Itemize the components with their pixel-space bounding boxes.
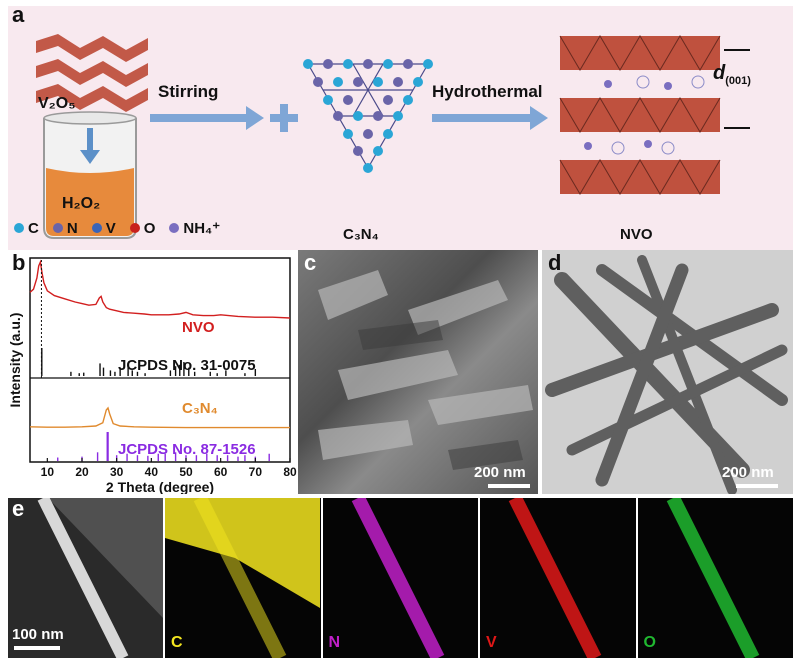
sem-texture xyxy=(318,270,533,470)
legend-item: NH₄⁺ xyxy=(169,219,220,237)
label-nvo-scheme: NVO xyxy=(620,226,653,243)
legend-label: C xyxy=(28,219,39,237)
label-c3n4: C₃N₄ xyxy=(182,400,218,417)
plus-sign xyxy=(270,104,298,132)
eds-map-signal xyxy=(508,498,602,658)
eds-carbon-film xyxy=(165,498,320,608)
label-stirring: Stirring xyxy=(158,82,219,101)
x-tick-label: 40 xyxy=(145,465,159,479)
v2o5-layers xyxy=(36,34,148,112)
legend-item: C xyxy=(14,220,39,237)
eds-nanobelt-signal xyxy=(351,498,444,658)
label-d-spacing: d(001) xyxy=(713,62,751,87)
label-hydrothermal: Hydrothermal xyxy=(432,82,543,101)
stirring-arrow xyxy=(150,106,264,130)
scale-label-d: 200 nm xyxy=(722,464,774,481)
eds-map: N xyxy=(322,498,478,658)
panel-label-b: b xyxy=(12,250,26,275)
eds-map-label: V xyxy=(486,634,497,651)
label-jcpds-31-0075: JCPDS No. 31-0075 xyxy=(118,357,256,374)
legend-label: O xyxy=(143,219,156,237)
panel-label-e: e xyxy=(12,496,25,521)
atom-legend: C N V O NH₄⁺ xyxy=(14,218,220,238)
nvo-layers xyxy=(559,35,721,195)
x-tick-label: 70 xyxy=(249,465,263,479)
stem-nanobelt xyxy=(37,498,163,658)
tem-nanobelts xyxy=(545,255,788,494)
series-c3n4-line xyxy=(29,406,290,429)
series-nvo-line xyxy=(29,259,291,319)
scale-bar-e xyxy=(14,646,60,650)
y-axis-label: Intensity (a.u.) xyxy=(7,313,23,408)
scale-bar-d xyxy=(736,484,778,488)
x-axis-label: 2 Theta (degree) xyxy=(106,479,214,494)
schematic-illustration xyxy=(36,34,750,239)
eds-map: V xyxy=(480,498,636,658)
eds-map: C xyxy=(165,498,321,658)
legend-item: O xyxy=(129,219,156,237)
x-tick-label: 80 xyxy=(283,465,297,479)
eds-map-signal xyxy=(165,498,320,658)
x-tick-label: 20 xyxy=(75,465,89,479)
scale-bar-c xyxy=(488,484,530,488)
panel-label-c: c xyxy=(304,250,317,275)
stem-image: 100 nm xyxy=(8,498,163,658)
legend-item: V xyxy=(91,219,116,237)
label-h2o2: H₂O₂ xyxy=(62,195,101,212)
scale-label-e: 100 nm xyxy=(12,626,64,643)
label-nvo: NVO xyxy=(182,319,215,336)
legend-item: N xyxy=(52,219,78,237)
hydrothermal-arrow xyxy=(432,106,548,130)
label-v2o5: V₂O₅ xyxy=(38,95,76,112)
eds-nanobelt-signal xyxy=(666,498,759,658)
legend-label: V xyxy=(105,219,116,237)
tem-image: 200 nm xyxy=(542,250,793,494)
eds-map: O xyxy=(637,498,793,658)
x-tick-label: 10 xyxy=(41,465,55,479)
plot-frame xyxy=(29,257,291,463)
eds-map-label: N xyxy=(328,634,341,651)
legend-atom-icon xyxy=(91,223,102,233)
legend-atom-icon xyxy=(52,223,63,233)
legend-atom-icon xyxy=(169,223,180,233)
eds-nanobelt-signal xyxy=(508,498,602,658)
legend-atom-icon xyxy=(129,223,140,233)
eds-map-signal xyxy=(666,498,759,658)
x-tick-label: 60 xyxy=(214,465,228,479)
eds-map-label: O xyxy=(643,634,656,651)
panel-label-d: d xyxy=(548,250,562,275)
x-tick-label: 30 xyxy=(110,465,124,479)
eds-map-signal xyxy=(351,498,444,658)
sem-image: 200 nm xyxy=(298,250,538,494)
eds-nanobelt-signal xyxy=(193,498,287,658)
scale-label-c: 200 nm xyxy=(474,464,526,481)
legend-label: N xyxy=(66,219,78,237)
c3n4-atoms xyxy=(303,59,433,173)
panel-label-a: a xyxy=(12,2,25,27)
eds-map-label: C xyxy=(171,634,183,651)
legend-atom-icon xyxy=(14,223,24,233)
c3n4-network xyxy=(307,63,429,169)
label-c3n4: C₃N₄ xyxy=(343,226,379,243)
x-tick-label: 50 xyxy=(179,465,193,479)
label-jcpds-87-1526: JCPDS No. 87-1526 xyxy=(118,441,256,458)
legend-label: NH₄⁺ xyxy=(183,220,221,237)
